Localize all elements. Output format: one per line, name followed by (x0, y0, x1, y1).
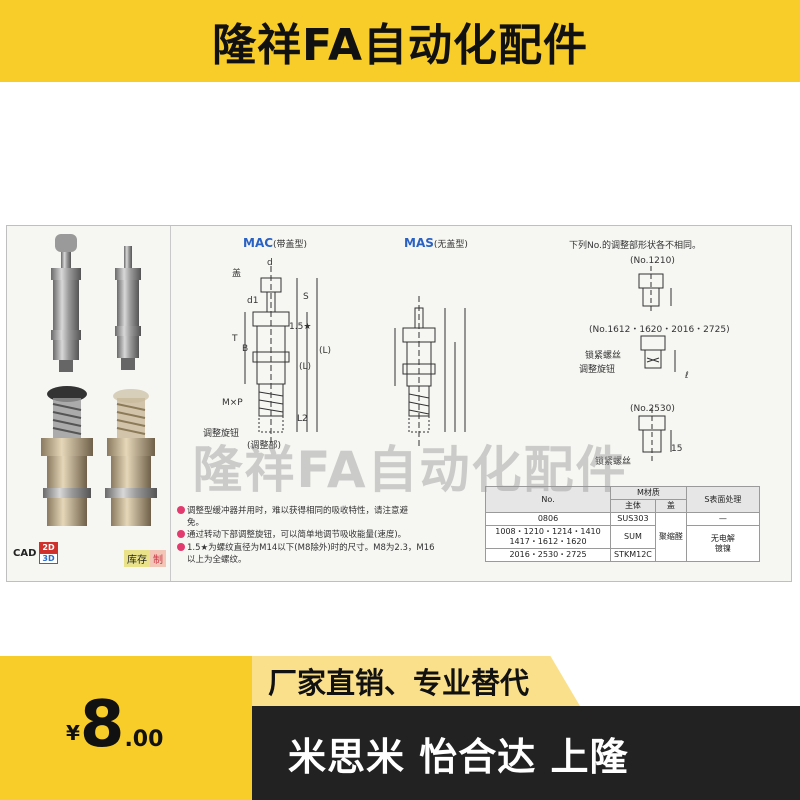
stock-badge: 库存 制 (124, 550, 166, 567)
slogan-top-banner: 厂家直销、专业替代 (252, 656, 580, 706)
mac-sub-label: (带盖型) (273, 240, 308, 250)
l-paren-label-2: (L) (319, 346, 332, 356)
note-3: 1.5★为螺纹直径为M14以下(M8除外)时的尺寸。M8为2.3，M16 (177, 541, 435, 553)
variant-1210-label: (No.1210) (630, 256, 675, 266)
note-1: 调整型缓冲器并用时，难以获得相同的吸收特性，请注意避 (177, 504, 408, 516)
mac-title: MAC(带盖型) (243, 236, 307, 250)
surface-cell: 无电解镀镍 (685, 525, 760, 562)
shock-absorber-photos (41, 234, 157, 526)
mac-label: MAC (243, 236, 274, 250)
shop-title: 隆祥FA自动化配件 (211, 20, 589, 71)
variant-heading: 下列No.的调整部形状各不相同。 (569, 241, 701, 251)
mas-sub-label: (无盖型) (433, 240, 468, 250)
knob-label: 调整旋钮 (203, 429, 240, 439)
slogan-top: 厂家直销、专业替代 (268, 666, 530, 700)
price-decimal: .00 (124, 727, 164, 752)
note-2: 通过转动下部调整旋钮，可以简单地调节吸收能量(速度)。 (177, 528, 406, 540)
tip-icon (177, 543, 185, 551)
table-row: 2016・2530・2725 STKM12C (485, 548, 760, 562)
material-table: No. M材质 S表面处理 主体 盖 0806 SUS303 聚缩醛 — 100… (485, 486, 760, 562)
col-surface-header: S表面处理 (685, 486, 760, 513)
note-1-cont: 免。 (187, 518, 205, 528)
stock-label: 库存 (124, 550, 150, 567)
cap-material-cell: 聚缩醛 (654, 512, 687, 562)
cad-3d-tag: 3D (39, 553, 58, 564)
price: ¥8.00 (66, 688, 163, 762)
mas-title: MAS(无盖型) (404, 236, 468, 250)
dim-l-label: ℓ (685, 371, 689, 381)
price-integer: 8 (79, 688, 125, 762)
cad-2d-tag: 2D (39, 542, 58, 553)
mas-label: MAS (404, 236, 434, 250)
product-photo-column: CAD 2D 3D 库存 制 (7, 226, 171, 581)
col-no-header: No. (485, 486, 611, 513)
top-banner: 隆祥FA自动化配件 (0, 0, 800, 82)
d1-label: d1 (247, 296, 259, 306)
watermark: 隆祥FA自动化配件 (192, 441, 628, 499)
s-label: S (303, 292, 309, 302)
dimension-drawing (244, 266, 466, 446)
d-label: d (267, 258, 273, 268)
product-spec-panel: CAD 2D 3D 库存 制 MAC(带盖型) MAS(无盖型) (6, 225, 792, 582)
table-row: 0806 SUS303 聚缩醛 — (485, 512, 760, 562)
made-to-order-label: 制 (150, 550, 166, 567)
l2-label: L2 (297, 414, 308, 424)
cad-badge: CAD 2D 3D (13, 542, 58, 564)
b-label: B (242, 344, 249, 354)
col-material-header: M材质 (610, 486, 687, 500)
col-cap-header: 盖 (654, 499, 687, 513)
lock-screw-label: 锁紧螺丝 (585, 351, 622, 361)
slogan-bottom-banner: 米思米 怡合达 上隆 (252, 706, 800, 800)
adjust-knob-label: 调整旋钮 (579, 365, 616, 375)
mxp-label: M×P (222, 398, 243, 408)
currency-symbol: ¥ (66, 721, 80, 745)
l-paren-label-1: (L) (299, 362, 312, 372)
col-body-header: 主体 (610, 499, 656, 513)
tip-icon (177, 530, 185, 538)
knob-part-label: (调整部) (247, 441, 282, 451)
cad-label: CAD (13, 547, 37, 559)
variant-group-label: (No.1612・1620・2016・2725) (589, 325, 730, 335)
slogan-bottom: 米思米 怡合达 上隆 (288, 734, 629, 779)
cap-label: 盖 (232, 269, 242, 279)
warning-icon (177, 506, 185, 514)
t-label: T (232, 334, 238, 344)
variant-drawings (638, 266, 676, 462)
thread-length-label: 1.5★ (289, 322, 312, 332)
note-3-cont: 以上为全螺纹。 (187, 555, 247, 565)
lock-screw-label-2: 锁紧螺丝 (595, 457, 632, 467)
dim-15-label: 15 (671, 444, 683, 454)
price-box (0, 656, 258, 800)
